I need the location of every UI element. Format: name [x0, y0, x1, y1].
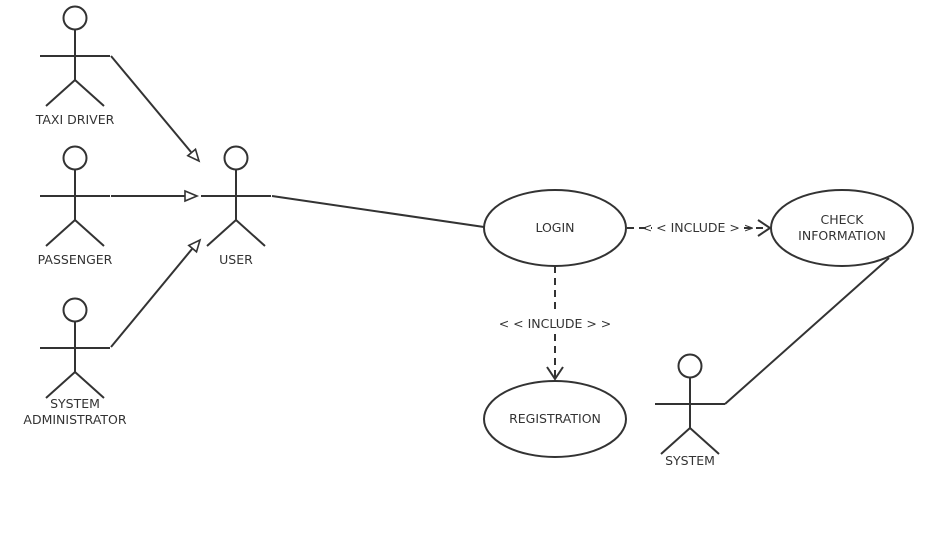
generalization-arrowhead: [186, 147, 201, 163]
actor-leg-right: [74, 79, 105, 107]
actor-head: [677, 353, 703, 379]
actor-leg-left: [45, 219, 76, 247]
actor-head: [62, 297, 88, 323]
actor-leg-left: [45, 79, 76, 107]
use-case-label-check-information-line2: INFORMATION: [798, 228, 886, 243]
actor-leg-right: [235, 219, 266, 247]
actor-leg-left: [45, 371, 76, 399]
include-label: < < INCLUDE > >: [642, 220, 755, 235]
include-label: < < INCLUDE > >: [499, 316, 612, 331]
actor-leg-right: [74, 371, 105, 399]
use-case-label-login: LOGIN: [535, 220, 574, 235]
use-case-registration[interactable]: REGISTRATION: [483, 380, 627, 458]
actor-taxi-driver[interactable]: TAXI DRIVER: [35, 5, 115, 128]
use-case-ellipse: [483, 380, 627, 458]
generalization-line: [110, 55, 192, 153]
include-arrowhead: [546, 366, 564, 381]
use-case-ellipse: [770, 189, 914, 267]
association-system-check-information[interactable]: [724, 257, 890, 405]
include-login-registration[interactable]: < < INCLUDE > >: [499, 266, 612, 381]
actor-head: [62, 145, 88, 171]
use-case-label-registration: REGISTRATION: [509, 411, 601, 426]
actor-label-taxi-driver: TAXI DRIVER: [35, 112, 115, 127]
actor-head: [223, 145, 249, 171]
actor-leg-left: [206, 219, 237, 247]
use-case-login[interactable]: LOGIN: [483, 189, 627, 267]
use-case-ellipse: [483, 189, 627, 267]
actor-head: [62, 5, 88, 31]
actor-label-system: SYSTEM: [665, 453, 715, 468]
actor-leg-left: [660, 427, 691, 455]
actor-label-system-administrator-line2: ADMINISTRATOR: [23, 412, 126, 427]
association-user-login[interactable]: [271, 195, 485, 228]
actor-passenger[interactable]: PASSENGER: [38, 145, 113, 268]
use-case-label-check-information-line1: CHECK: [821, 212, 865, 227]
actor-system[interactable]: SYSTEM: [655, 353, 725, 469]
generalization-arrowhead: [184, 189, 200, 203]
actor-label-system-administrator-line1: SYSTEM: [50, 396, 100, 411]
actor-leg-right: [74, 219, 105, 247]
actor-system-administrator[interactable]: SYSTEM ADMINISTRATOR: [23, 297, 127, 428]
actor-leg-right: [689, 427, 720, 455]
generalization-taxi-driver-user[interactable]: [110, 55, 201, 163]
generalization-line: [110, 248, 193, 348]
use-case-check-information[interactable]: CHECK INFORMATION: [770, 189, 914, 267]
include-login-check-information[interactable]: < < INCLUDE > >: [627, 219, 772, 237]
generalization-passenger-user[interactable]: [111, 189, 200, 203]
actor-label-user: USER: [219, 252, 253, 267]
actor-user[interactable]: USER: [201, 145, 271, 268]
generalization-arrowhead: [187, 238, 202, 254]
generalization-system-administrator-user[interactable]: [110, 238, 202, 348]
actor-label-passenger: PASSENGER: [38, 252, 113, 267]
